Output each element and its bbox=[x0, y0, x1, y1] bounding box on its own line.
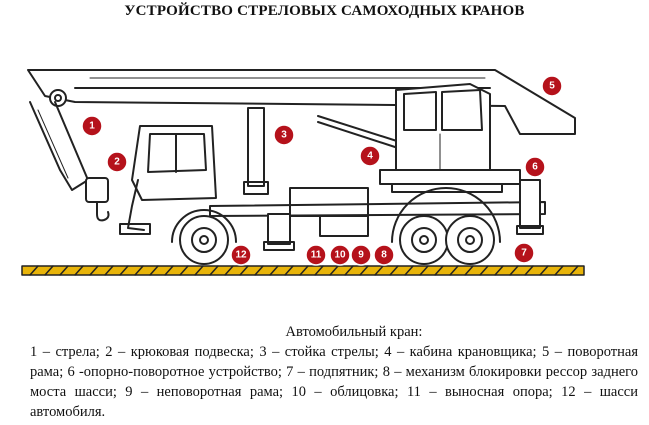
svg-text:4: 4 bbox=[367, 151, 373, 162]
marker-10: 10 bbox=[329, 244, 351, 266]
svg-text:9: 9 bbox=[358, 250, 364, 261]
svg-text:5: 5 bbox=[549, 81, 555, 92]
boom-cylinder bbox=[317, 115, 401, 149]
truck-cab bbox=[119, 125, 217, 235]
marker-2: 2 bbox=[106, 151, 128, 173]
legend-caption: Автомобильный кран: 1 – стрела; 2 – крюк… bbox=[30, 322, 638, 422]
ground-strip bbox=[21, 265, 585, 276]
marker-7: 7 bbox=[513, 242, 535, 264]
marker-9: 9 bbox=[350, 244, 372, 266]
svg-text:8: 8 bbox=[381, 250, 387, 261]
chassis-frame bbox=[209, 187, 546, 237]
marker-6: 6 bbox=[524, 156, 546, 178]
operator-cab bbox=[395, 83, 491, 177]
marker-8: 8 bbox=[373, 244, 395, 266]
caption-body: 1 – стрела; 2 – крюковая подвеска; 3 – с… bbox=[30, 344, 638, 420]
svg-text:11: 11 bbox=[311, 250, 322, 261]
svg-text:1: 1 bbox=[89, 121, 95, 132]
marker-11: 11 bbox=[305, 244, 327, 266]
svg-text:3: 3 bbox=[281, 130, 287, 141]
hook-arm bbox=[29, 101, 89, 191]
caption-title: Автомобильный кран: bbox=[285, 324, 423, 340]
boom bbox=[27, 69, 576, 135]
boom-support bbox=[243, 107, 269, 195]
marker-4: 4 bbox=[359, 145, 381, 167]
svg-text:2: 2 bbox=[114, 157, 120, 168]
marker-5: 5 bbox=[541, 75, 563, 97]
crane-diagram: 1 2 3 4 5 6 7 8 9 10 11 12 bbox=[21, 69, 585, 276]
marker-1: 1 bbox=[81, 115, 103, 137]
svg-text:7: 7 bbox=[521, 248, 527, 259]
marker-12: 12 bbox=[230, 244, 252, 266]
hook-block bbox=[85, 177, 110, 222]
slewing-ring bbox=[391, 183, 503, 193]
rotating-frame bbox=[379, 169, 521, 185]
outrigger-rear bbox=[516, 179, 544, 235]
outrigger-front bbox=[263, 213, 295, 251]
svg-text:12: 12 bbox=[235, 250, 247, 261]
marker-3: 3 bbox=[273, 124, 295, 146]
svg-text:10: 10 bbox=[334, 250, 346, 261]
svg-text:6: 6 bbox=[532, 162, 538, 173]
wheel-rear-2 bbox=[445, 215, 495, 265]
wheel-front bbox=[171, 209, 237, 265]
page-title: УСТРОЙСТВО СТРЕЛОВЫХ САМОХОДНЫХ КРАНОВ bbox=[124, 3, 525, 19]
